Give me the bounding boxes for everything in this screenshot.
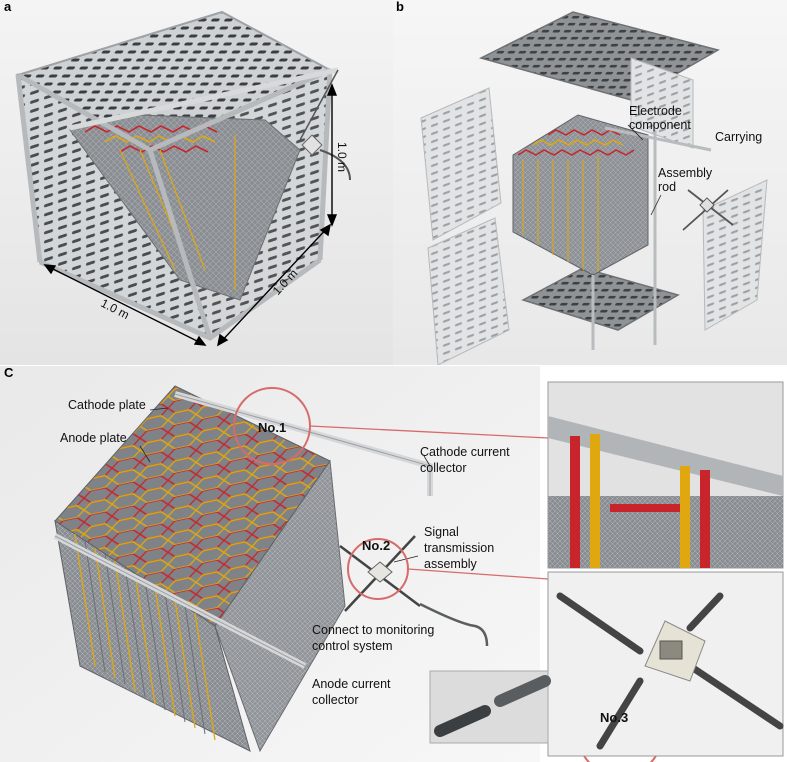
electrode-assembly-detail bbox=[0, 366, 784, 762]
right-lower-plate bbox=[702, 179, 768, 331]
signal-box bbox=[301, 134, 323, 156]
dimension-arrows bbox=[43, 83, 338, 347]
electrode-plates-b bbox=[522, 155, 599, 272]
zoom-marker-1: No.1 bbox=[258, 420, 287, 435]
panel-b-label: b bbox=[396, 0, 404, 14]
assembly-rod-label: Assembly rod bbox=[658, 166, 713, 194]
panel-c: c Cathode plate Anode plate Cathode curr… bbox=[0, 366, 787, 762]
zoom1-rod bbox=[548, 416, 783, 496]
panel-c-label: c bbox=[4, 366, 14, 380]
current-collector-rod bbox=[69, 67, 339, 131]
carrying-label: Carrying bbox=[715, 130, 763, 144]
left-upper-plate bbox=[420, 87, 502, 241]
panel-a: a 1.0 m 1.0 m 1.0 m bbox=[0, 0, 393, 365]
electrode-component-label: Electrode component bbox=[629, 104, 691, 132]
frame-edges bbox=[15, 67, 333, 341]
electrode-hex-top bbox=[517, 129, 635, 156]
zoom1-plates bbox=[570, 434, 710, 568]
plate-fold-edges bbox=[74, 533, 216, 741]
zoom-marker-2: No.2 bbox=[362, 538, 391, 553]
electrode-vertical-plates bbox=[119, 135, 236, 290]
panel-a-label: a bbox=[4, 0, 12, 14]
zoom-marker-3: No.3 bbox=[600, 710, 629, 725]
electrode-component bbox=[512, 114, 649, 276]
reactor-frame-illustration bbox=[15, 10, 351, 347]
left-lower-plate bbox=[427, 217, 510, 365]
zoom2-connectors bbox=[556, 592, 784, 750]
bottom-tray bbox=[521, 267, 680, 331]
plate-fold-shadows bbox=[84, 540, 206, 735]
connector-inset-parts bbox=[434, 675, 551, 737]
anode-collector-label: Anode current collector bbox=[312, 677, 391, 707]
signal-hub bbox=[367, 561, 393, 583]
cathode-collector-label: Cathode current collector bbox=[420, 445, 510, 475]
right-upper-plate bbox=[630, 57, 694, 149]
height-dimension-label: 1.0 m bbox=[335, 141, 350, 173]
signal-assembly-label: Signal transmission assembly bbox=[424, 525, 495, 571]
anode-plate-label: Anode plate bbox=[60, 431, 127, 445]
assembly-rods bbox=[591, 126, 712, 350]
cathode-plate-label: Cathode plate bbox=[68, 398, 146, 412]
callout-leaders-b bbox=[627, 124, 662, 216]
connect-monitor-label: Connect to monitoring control system bbox=[312, 623, 435, 653]
signal-cable bbox=[319, 149, 351, 181]
monitor-cable bbox=[419, 602, 489, 647]
zoom2-chip bbox=[659, 640, 683, 660]
exploded-view-illustration bbox=[420, 11, 768, 365]
panel-b: b Electrode component Carrying Assembly … bbox=[393, 0, 787, 365]
